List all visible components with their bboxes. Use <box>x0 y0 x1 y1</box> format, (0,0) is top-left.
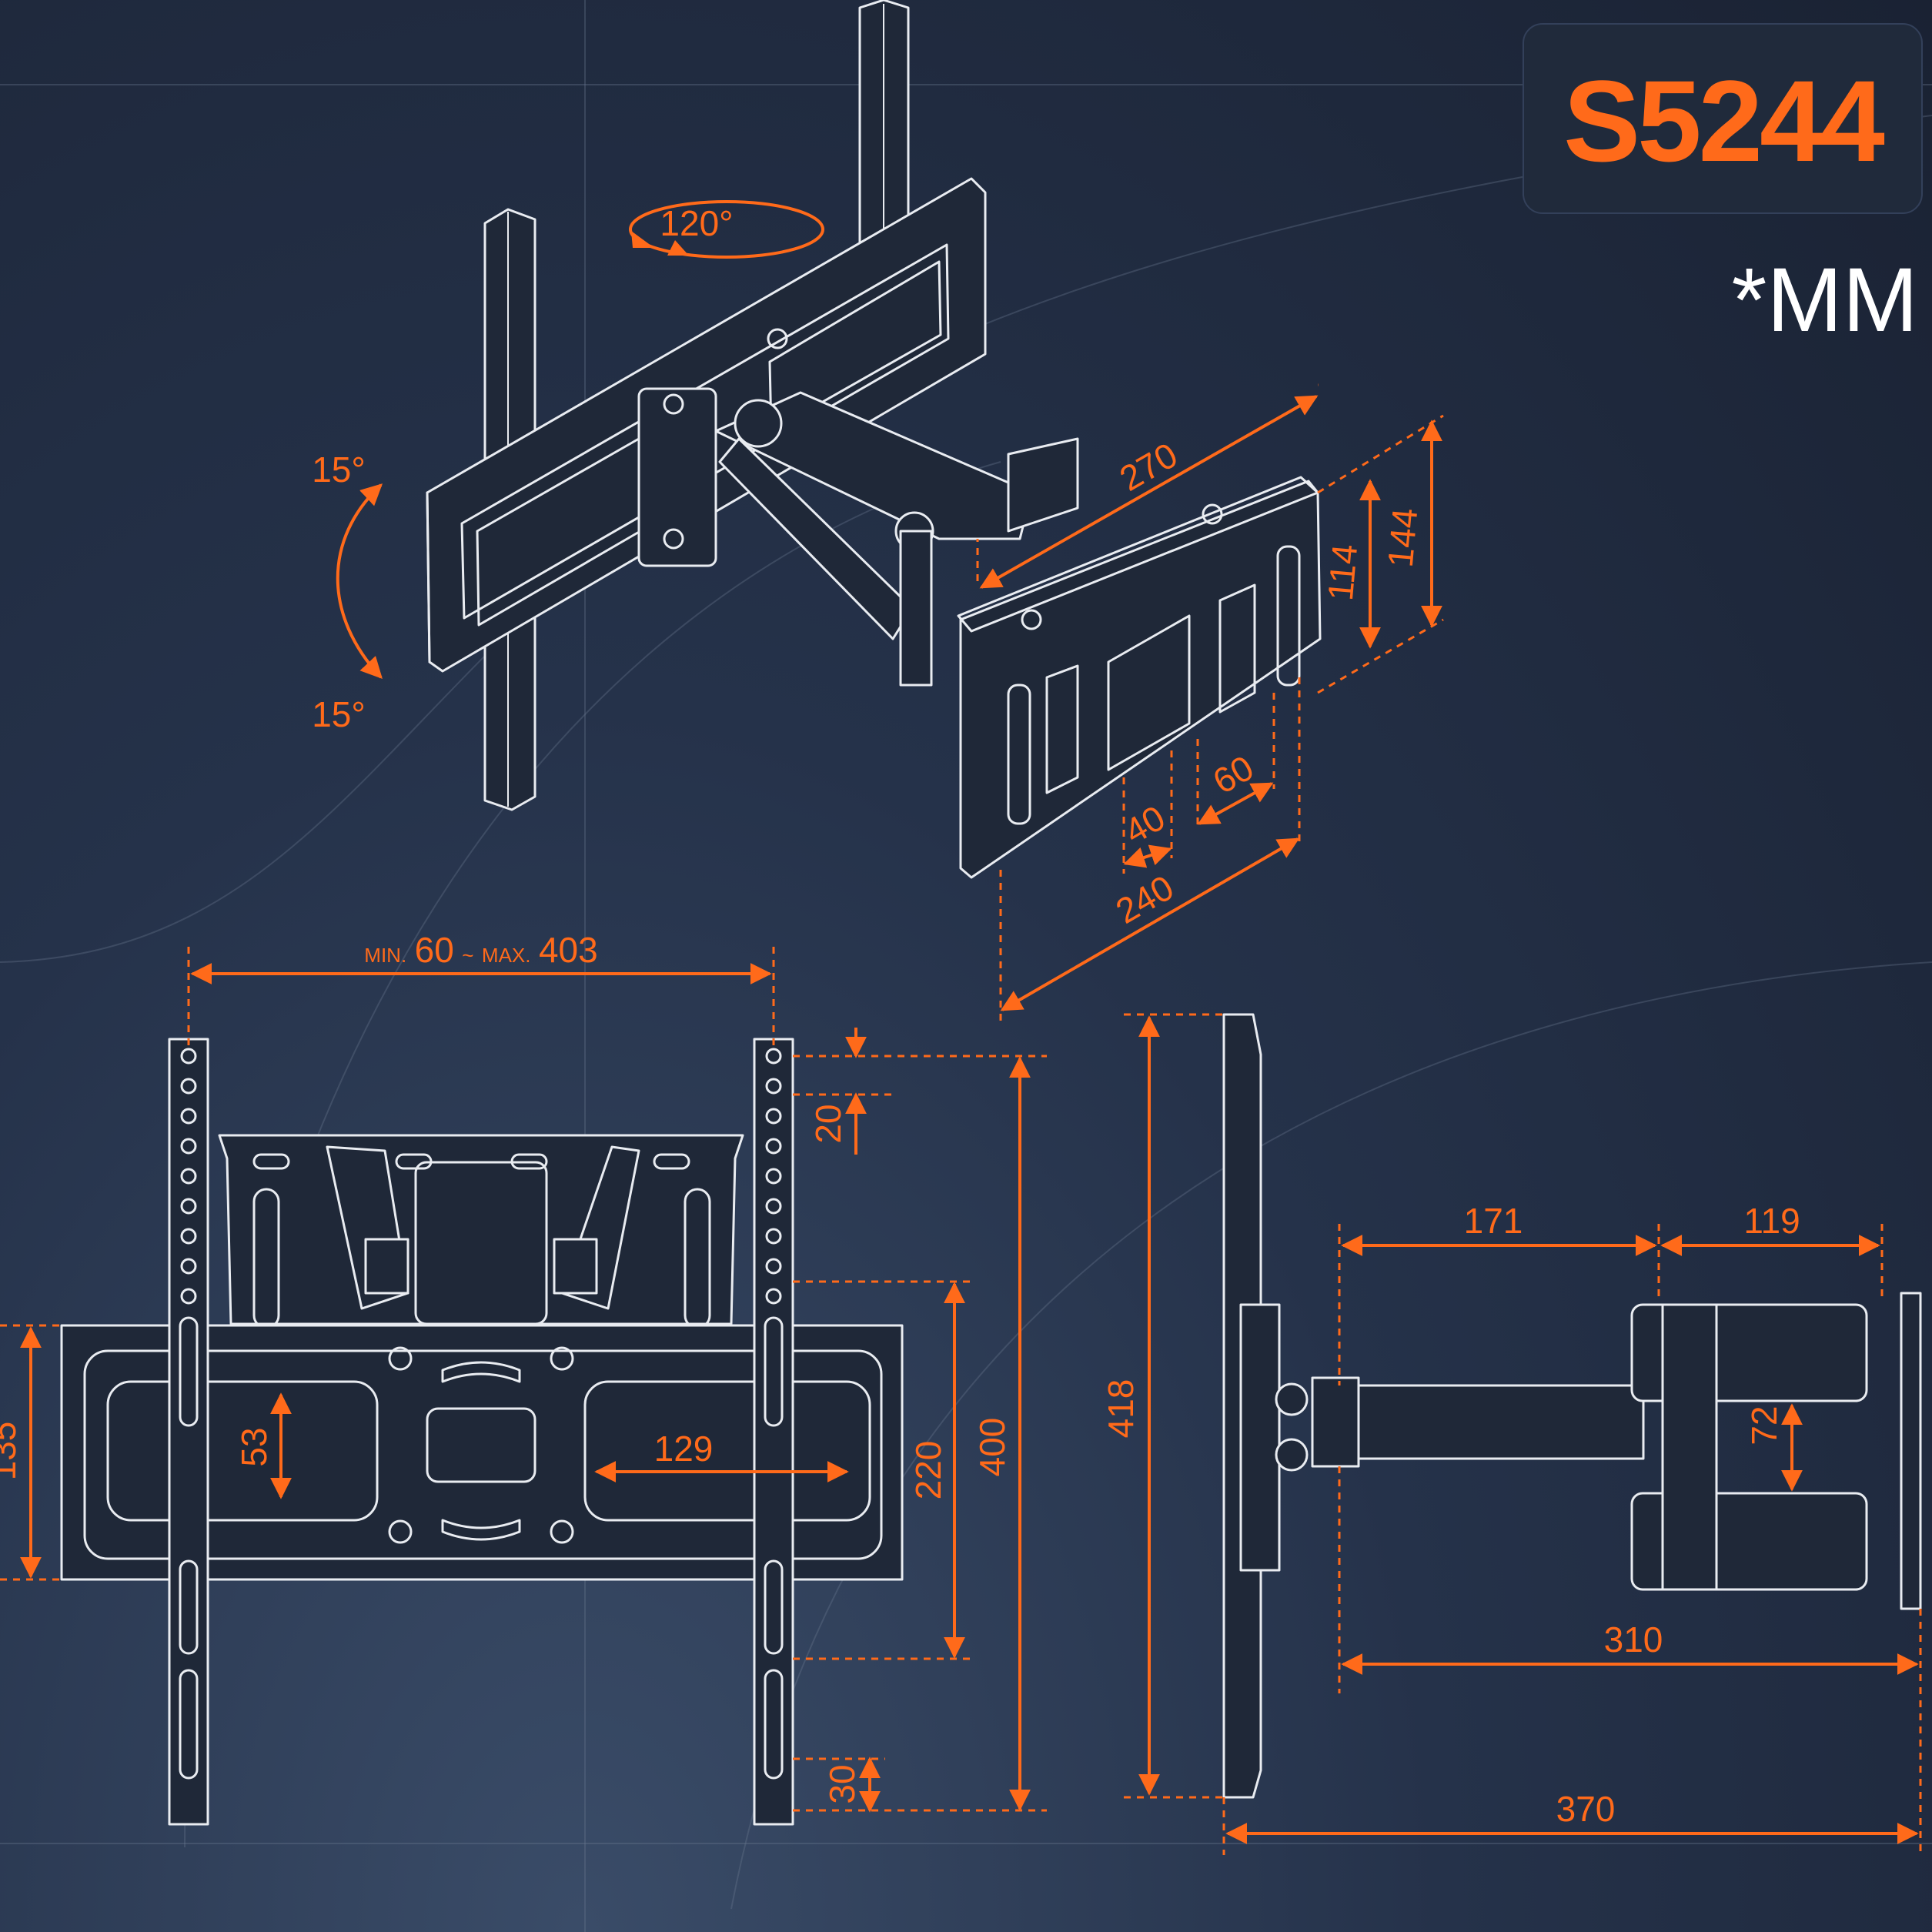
wall-mount-frame <box>1007 437 1079 533</box>
rail-slot <box>179 1316 199 1427</box>
rail-hole <box>765 1258 782 1275</box>
rail-hole <box>180 1288 197 1305</box>
rail-hole <box>765 1288 782 1305</box>
vesa-width-label: MIN. 60 ~ MAX. 403 <box>364 930 597 970</box>
arm-extension-label: 270 <box>1113 434 1184 498</box>
rail-hole <box>765 1108 782 1125</box>
bottom-hole-offset-label: 30 <box>822 1764 862 1803</box>
front-dimensions: MIN. 60 ~ MAX. 403 20 220 400 30 135 53 … <box>0 930 1047 1813</box>
right-vesa-rail-front <box>753 1038 794 1826</box>
top-hole-offset-label: 20 <box>808 1104 848 1143</box>
side-view <box>1222 1013 1922 1799</box>
left-vesa-rail-front <box>168 1038 209 1826</box>
bracket-height-label: 135 <box>0 1422 23 1481</box>
arm-segment-2-label: 119 <box>1743 1201 1800 1241</box>
wall-plate-gap-label: 72 <box>1744 1406 1784 1445</box>
rail-hole <box>765 1138 782 1155</box>
side-arm <box>1311 1384 1645 1460</box>
plate-height-outer-label: 144 <box>1380 506 1425 569</box>
front-view <box>60 1038 904 1826</box>
slot-spacing-a-label: 40 <box>1118 797 1172 852</box>
unit-note: *MM <box>1731 249 1918 351</box>
side-dimensions: 418 171 119 72 310 370 <box>1101 1013 1922 1855</box>
max-depth-label: 370 <box>1556 1789 1616 1829</box>
rail-hole <box>180 1078 197 1095</box>
slot-height-label: 53 <box>234 1427 274 1466</box>
tilt-up-label: 15° <box>312 450 366 490</box>
model-number: S5244 <box>1563 56 1885 186</box>
rail-slot <box>179 1559 199 1655</box>
rail-hole <box>765 1228 782 1245</box>
swivel-angle-label: 120° <box>660 203 733 243</box>
arm-segment-1-label: 171 <box>1464 1201 1523 1241</box>
wall-plate-height-label: 220 <box>908 1441 948 1500</box>
tilt-down-label: 15° <box>312 694 366 734</box>
swivel-indicator: 120° <box>629 200 824 259</box>
rail-slot <box>764 1559 784 1655</box>
model-badge: S5244 <box>1523 23 1923 214</box>
rail-slot <box>764 1669 784 1780</box>
tilt-indicator: 15° 15° <box>312 450 383 734</box>
rail-hole <box>180 1228 197 1245</box>
rail-hole <box>180 1048 197 1065</box>
side-wall-plate <box>1900 1292 1922 1610</box>
rail-hole <box>765 1078 782 1095</box>
rail-hole <box>180 1258 197 1275</box>
front-rail-holes <box>179 1048 784 1780</box>
rail-hole <box>180 1138 197 1155</box>
rail-slot <box>764 1316 784 1427</box>
rail-hole <box>180 1168 197 1185</box>
isometric-view <box>426 0 1322 879</box>
rail-hole <box>765 1198 782 1215</box>
plate-height-inner-label: 114 <box>1320 543 1365 603</box>
slot-spacing-label: 129 <box>654 1429 714 1469</box>
min-depth-label: 310 <box>1604 1619 1663 1660</box>
overall-height-label: 418 <box>1101 1379 1141 1439</box>
rail-hole <box>765 1048 782 1065</box>
plate-width-label: 240 <box>1109 867 1180 931</box>
rail-slot <box>179 1669 199 1780</box>
rail-hole <box>180 1198 197 1215</box>
vesa-height-label: 400 <box>972 1418 1012 1477</box>
rail-hole <box>180 1108 197 1125</box>
rail-hole <box>765 1168 782 1185</box>
